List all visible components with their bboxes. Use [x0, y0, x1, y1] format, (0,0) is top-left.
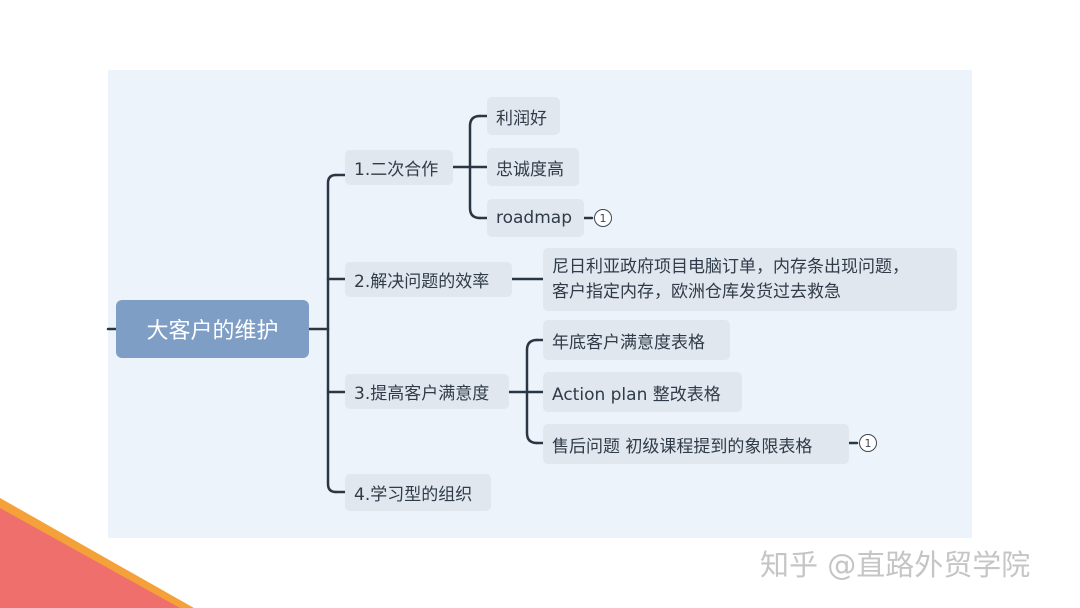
subtopic-3-2-label: Action plan 整改表格 [552, 384, 721, 405]
branch-topic-3[interactable]: 3.提高客户满意度 [345, 374, 509, 409]
subtopic-3-1[interactable]: 年底客户满意度表格 [543, 320, 730, 360]
subtopic-2-1-line-1: 尼日利亚政府项目电脑订单，内存条出现问题， [552, 256, 909, 277]
branch-topic-2[interactable]: 2.解决问题的效率 [345, 262, 512, 297]
branch-topic-1[interactable]: 1.二次合作 [345, 150, 453, 185]
subtopic-1-3-label: roadmap [496, 208, 572, 228]
attachment-count-2: 1 [864, 436, 872, 450]
subtopic-2-1-line-2: 客户指定内存，欧洲仓库发货过去救急 [552, 281, 841, 302]
subtopic-2-1[interactable]: 尼日利亚政府项目电脑订单，内存条出现问题， 客户指定内存，欧洲仓库发货过去救急 [543, 248, 957, 311]
branch-topic-2-label: 2.解决问题的效率 [354, 272, 490, 292]
subtopic-3-3-label: 售后问题 初级课程提到的象限表格 [552, 436, 813, 457]
branch-topic-3-label: 3.提高客户满意度 [354, 384, 490, 404]
subtopic-1-2[interactable]: 忠诚度高 [487, 148, 579, 186]
attachment-count-badge-2[interactable]: 1 [859, 434, 877, 452]
root-topic[interactable]: 大客户的维护 [116, 300, 309, 358]
subtopic-1-1[interactable]: 利润好 [487, 97, 560, 135]
attachment-count-badge[interactable]: 1 [594, 209, 612, 227]
subtopic-2-1-lines: 尼日利亚政府项目电脑订单，内存条出现问题， 客户指定内存，欧洲仓库发货过去救急 [552, 255, 909, 305]
subtopic-3-1-label: 年底客户满意度表格 [552, 332, 705, 353]
attachment-count-1: 1 [599, 211, 607, 225]
branch-topic-4-label: 4.学习型的组织 [354, 485, 473, 505]
subtopic-1-1-label: 利润好 [496, 108, 547, 129]
subtopic-1-3[interactable]: roadmap [487, 199, 584, 237]
branch-topic-1-label: 1.二次合作 [354, 160, 439, 180]
subtopic-3-2[interactable]: Action plan 整改表格 [543, 372, 742, 412]
subtopic-1-2-label: 忠诚度高 [496, 159, 564, 180]
watermark: 知乎 @直路外贸学院 [760, 548, 1031, 582]
branch-topic-4[interactable]: 4.学习型的组织 [345, 474, 491, 511]
subtopic-3-3[interactable]: 售后问题 初级课程提到的象限表格 [543, 424, 849, 464]
root-topic-label: 大客户的维护 [146, 319, 279, 344]
